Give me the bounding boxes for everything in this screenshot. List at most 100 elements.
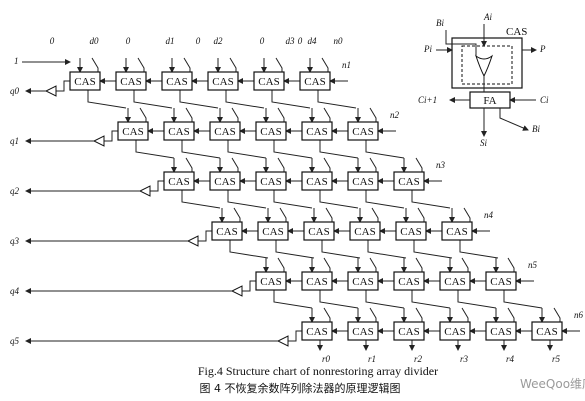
sum-wire xyxy=(365,290,405,309)
bi-out-wire xyxy=(499,108,529,131)
divisor-wire xyxy=(277,157,285,172)
cas-cell-label: CAS xyxy=(444,276,465,288)
cas-cell-label: CAS xyxy=(398,176,419,188)
divisor-wire xyxy=(553,307,561,322)
cas-cell-label: CAS xyxy=(212,76,233,88)
cas-cell: CAS xyxy=(439,271,471,291)
sum-wire xyxy=(503,290,543,309)
cas-cell-label: CAS xyxy=(306,326,327,338)
cas-cell-label: CAS xyxy=(306,276,327,288)
p-out-label: P xyxy=(539,44,546,54)
cas-cell: CAS xyxy=(301,171,333,191)
cas-cell: CAS xyxy=(209,171,241,191)
caption-english: Fig.4 Structure chart of nonrestoring ar… xyxy=(198,364,438,378)
top-input-label: 0 xyxy=(298,36,303,46)
cas-cell-box xyxy=(255,121,287,141)
cas-cell-label: CAS xyxy=(122,126,143,138)
cas-cell: CAS xyxy=(301,321,333,341)
divisor-wire xyxy=(139,107,147,122)
remainder-label: r2 xyxy=(414,354,423,364)
cas-cell-box xyxy=(299,71,331,91)
sum-wire xyxy=(225,90,265,109)
cas-cell: CAS xyxy=(163,121,195,141)
cas-cell-label: CAS xyxy=(74,76,95,88)
cas-cell-label: CAS xyxy=(260,276,281,288)
cas-cell-box xyxy=(209,121,241,141)
sum-wire xyxy=(365,190,405,209)
sum-wire xyxy=(273,290,313,309)
pi-in-label: Pi xyxy=(423,44,432,54)
sum-wire xyxy=(271,90,311,109)
top-input-label: d1 xyxy=(166,36,175,46)
cas-cell-label: CAS xyxy=(490,276,511,288)
cas-cell-box xyxy=(393,321,425,341)
cas-cell: CAS xyxy=(485,321,517,341)
quotient-wire xyxy=(104,130,118,142)
divisor-wire xyxy=(325,207,333,222)
cas-cell: CAS xyxy=(347,321,379,341)
divisor-wire xyxy=(277,257,285,272)
cas-cell: CAS xyxy=(161,71,193,91)
quotient-label: q3 xyxy=(10,236,20,246)
ci-plus-1-out-label: Ci+1 xyxy=(418,95,437,105)
dividend-bit-label: n4 xyxy=(484,210,494,220)
cas-cell: CAS xyxy=(255,171,287,191)
quotient-wire xyxy=(288,330,302,342)
cas-cell: CAS xyxy=(347,121,379,141)
sum-wire xyxy=(319,290,359,309)
cas-cell-label: CAS xyxy=(262,226,283,238)
cas-cell-box xyxy=(441,221,473,241)
cas-cell-box xyxy=(439,271,471,291)
divisor-wire xyxy=(369,107,377,122)
divisor-wire xyxy=(463,207,471,222)
sum-wire xyxy=(457,290,497,309)
row-input-label: 1 xyxy=(14,56,19,66)
divisor-wire xyxy=(231,107,239,122)
sum-wire xyxy=(179,90,219,109)
quotient-label: q4 xyxy=(10,286,20,296)
cas-cell-box xyxy=(257,221,289,241)
cas-cell: CAS xyxy=(255,121,287,141)
top-input-label: 0 xyxy=(260,36,265,46)
divisor-wire xyxy=(507,257,515,272)
cas-cell-label: CAS xyxy=(216,226,237,238)
cas-cell-label: CAS xyxy=(214,176,235,188)
quotient-wire xyxy=(56,80,70,92)
divisor-wire xyxy=(323,257,331,272)
cas-cell-label: CAS xyxy=(260,126,281,138)
cas-cell-box xyxy=(393,171,425,191)
cas-cell-label: CAS xyxy=(168,176,189,188)
sum-wire xyxy=(275,240,315,259)
cas-cell-box xyxy=(393,271,425,291)
xor-region xyxy=(461,45,513,85)
quotient-label: q5 xyxy=(10,336,20,346)
quotient-wire xyxy=(242,280,256,292)
sum-wire xyxy=(229,240,269,259)
cas-cell: CAS xyxy=(299,71,331,91)
cas-cell-box xyxy=(349,221,381,241)
divisor-wire xyxy=(91,57,99,72)
cas-cell-label: CAS xyxy=(352,126,373,138)
cas-cell-box xyxy=(301,121,333,141)
divisor-wire xyxy=(369,307,377,322)
remainder-label: r1 xyxy=(368,354,376,364)
divisor-wire xyxy=(185,157,193,172)
quotient-wire xyxy=(198,230,212,242)
cas-cell: CAS xyxy=(393,321,425,341)
divisor-wire xyxy=(185,107,193,122)
cas-cell-label: CAS xyxy=(306,126,327,138)
array-wiring xyxy=(22,57,580,351)
divisor-wire xyxy=(415,157,423,172)
cas-cell-label: CAS xyxy=(308,226,329,238)
xor-gate-icon xyxy=(475,54,493,78)
cas-cell-label: CAS xyxy=(444,326,465,338)
cas-cell: CAS xyxy=(117,121,149,141)
divisor-wire xyxy=(279,207,287,222)
cas-cell-label: CAS xyxy=(214,126,235,138)
cas-cell: CAS xyxy=(347,171,379,191)
sum-wire xyxy=(321,240,361,259)
caption-chinese: 图 4 不恢复余数阵列除法器的原理逻辑图 xyxy=(200,381,401,395)
sum-wire xyxy=(135,140,175,159)
divisor-wire xyxy=(275,57,283,72)
